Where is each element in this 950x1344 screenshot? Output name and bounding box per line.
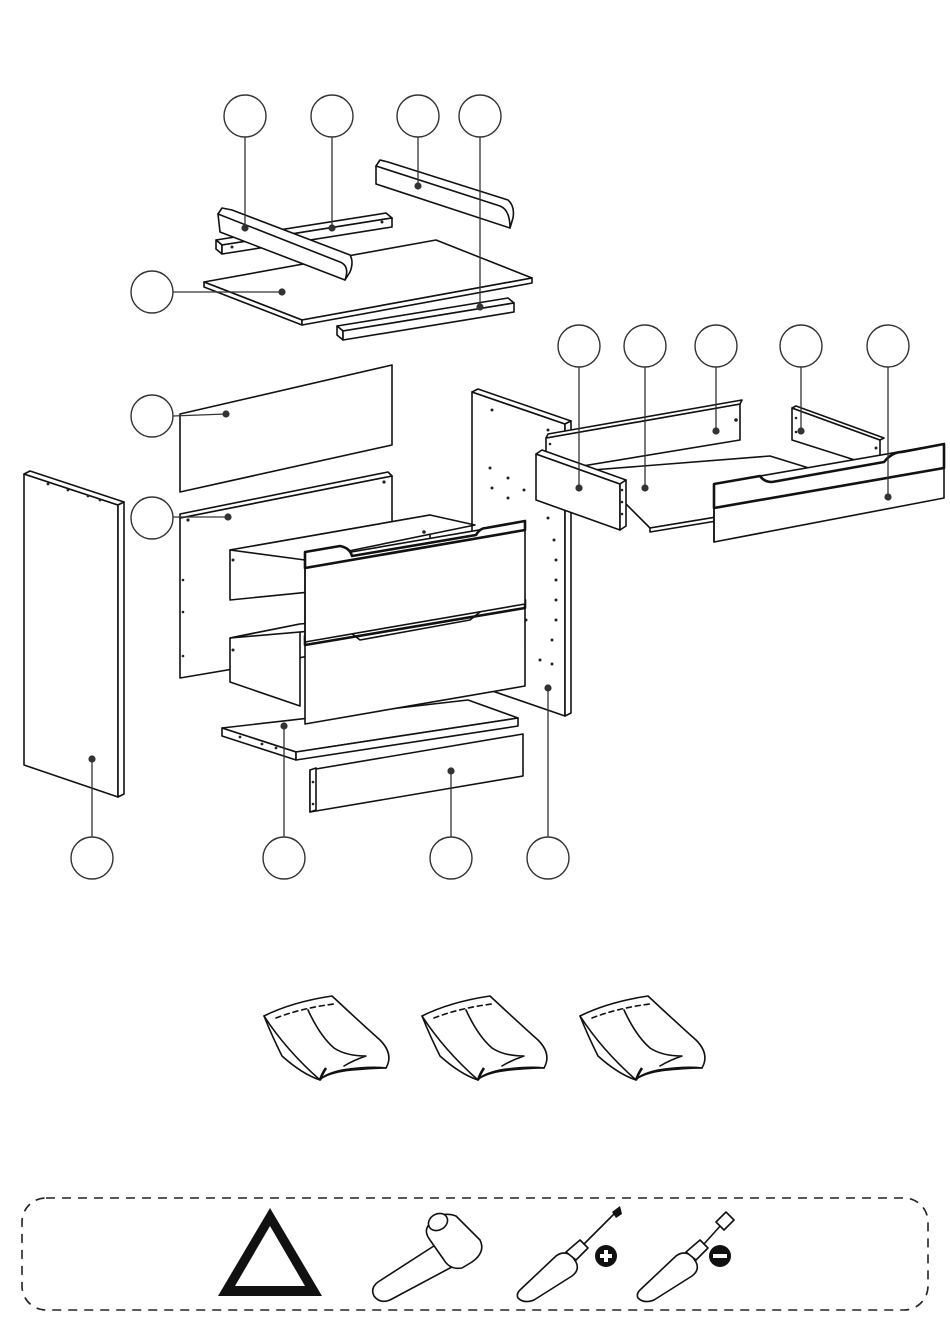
leader-dot bbox=[712, 427, 719, 434]
hardware-bag-icon bbox=[264, 996, 389, 1080]
callout-bubble bbox=[131, 271, 173, 313]
callout-bubble bbox=[624, 325, 666, 367]
leader-dot bbox=[278, 288, 285, 295]
callout-bubble bbox=[131, 395, 173, 437]
callout-bubble bbox=[867, 325, 909, 367]
leader-dot bbox=[224, 513, 231, 520]
callout-bubble bbox=[263, 837, 305, 879]
hardware-bag-icon bbox=[422, 996, 547, 1080]
leader-dot bbox=[88, 755, 95, 762]
callout-bubble bbox=[459, 95, 501, 137]
callout-bubble bbox=[71, 837, 113, 879]
leader-dot bbox=[222, 410, 229, 417]
top-assembly bbox=[204, 160, 532, 340]
callout-bubble bbox=[780, 325, 822, 367]
callout-bubble bbox=[224, 95, 266, 137]
leader-dot bbox=[447, 767, 454, 774]
plus-badge bbox=[595, 1245, 617, 1267]
callout-bubble bbox=[397, 95, 439, 137]
hardware-bags bbox=[264, 996, 705, 1080]
flathead-screwdriver-icon bbox=[637, 1212, 734, 1302]
leader-dot bbox=[544, 684, 551, 691]
leader-dot bbox=[575, 484, 582, 491]
callout-bubble bbox=[430, 837, 472, 879]
warning-triangle-icon bbox=[218, 1208, 322, 1296]
phillips-screwdriver-icon bbox=[517, 1206, 622, 1302]
callout-bubble bbox=[558, 325, 600, 367]
leader-dot bbox=[797, 427, 804, 434]
hardware-bag-icon bbox=[580, 996, 705, 1080]
leader-dot bbox=[280, 722, 287, 729]
rubber-mallet-icon bbox=[373, 1210, 482, 1301]
callout-bubble bbox=[527, 837, 569, 879]
minus-badge bbox=[709, 1245, 731, 1267]
top-back-upstand bbox=[376, 160, 513, 228]
leader-dot bbox=[476, 303, 483, 310]
back-panel bbox=[180, 365, 392, 492]
callout-top-2 bbox=[311, 95, 353, 232]
leader-dot bbox=[414, 182, 421, 189]
leader-dot bbox=[641, 484, 648, 491]
callout-bubble bbox=[695, 325, 737, 367]
drawer-exploded bbox=[536, 400, 944, 542]
callout-bubble bbox=[131, 497, 173, 539]
left-side-panel bbox=[24, 471, 124, 797]
leader-dot bbox=[241, 224, 248, 231]
callout-bubble bbox=[311, 95, 353, 137]
tools-box bbox=[22, 1198, 928, 1310]
leader-dot bbox=[884, 493, 891, 500]
leader-dot bbox=[328, 224, 335, 231]
